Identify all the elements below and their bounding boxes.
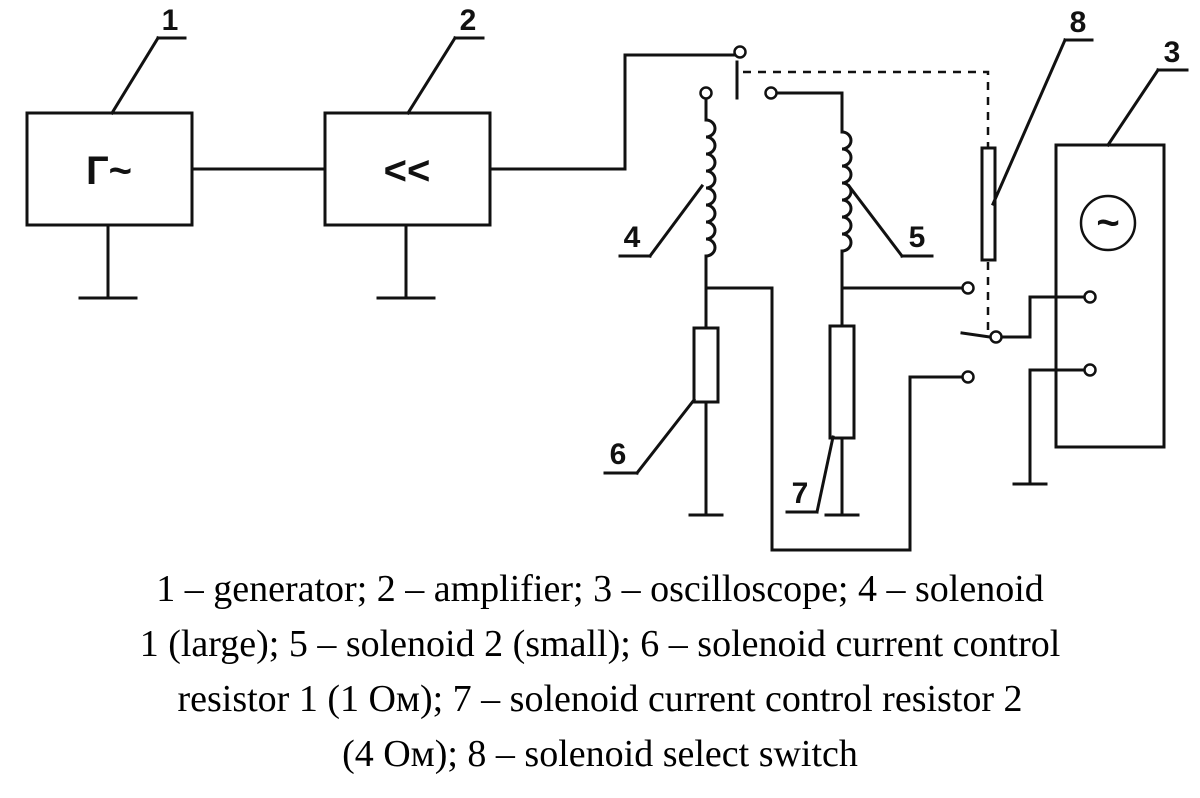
solenoid-2-coil: [840, 130, 853, 253]
solenoid-2-leader: 5: [846, 183, 934, 259]
resistor-2: [828, 324, 856, 440]
resistor-1-leader: 6: [603, 397, 697, 476]
caption-line: (4 Ом); 8 – solenoid select switch: [342, 733, 858, 775]
solenoid-1-leader: 4: [618, 183, 705, 259]
oscilloscope-ground-terminal: [1083, 363, 1097, 377]
figure-caption: 1 – generator; 2 – amplifier; 3 – oscill…: [0, 562, 1200, 782]
resistor-1: [692, 326, 720, 404]
solenoid-1-number-label: 4: [624, 221, 641, 254]
generator-leader: 1: [109, 4, 187, 116]
oscilloscope-ground-wire: [1028, 368, 1086, 486]
resistor-2-number-label: 7: [792, 477, 809, 510]
oscilloscope-screen: [1079, 194, 1137, 252]
generator-block: Г~: [25, 111, 194, 300]
oscilloscope-number-label: 3: [1164, 36, 1181, 69]
oscilloscope-input-wire: [1000, 295, 1086, 339]
measure-switch-blade: [960, 331, 992, 339]
solenoid-2-number-label: 5: [909, 221, 926, 254]
resistor-2-leader: 7: [785, 435, 835, 514]
caption-line: 1 (large); 5 – solenoid 2 (small); 6 – s…: [139, 623, 1061, 665]
switch-common-terminal: [733, 45, 747, 59]
resistor-1-number-label: 6: [610, 438, 627, 471]
caption-line: 1 – generator; 2 – amplifier; 3 – oscill…: [156, 568, 1044, 610]
resistor-1-measure-wire: [704, 286, 964, 552]
oscilloscope-leader: 3: [1105, 36, 1189, 148]
generator-symbol: Г~: [86, 149, 132, 193]
amplifier-block: <<: [323, 111, 492, 300]
measure-terminal-solenoid-1: [961, 370, 975, 384]
amplifier-number-label: 2: [460, 4, 477, 37]
caption-line: resistor 1 (1 Ом); 7 – solenoid current …: [177, 678, 1023, 720]
solenoid-1-terminal: [699, 86, 713, 100]
solenoid-1-coil: [704, 118, 717, 258]
circuit-diagram: Г~ 1 << 2: [25, 4, 1189, 552]
measure-terminal-solenoid-2: [961, 281, 975, 295]
select-switch-number-label: 8: [1070, 6, 1087, 39]
amplifier-leader: 2: [405, 4, 485, 116]
amplifier-symbol: <<: [384, 149, 431, 193]
oscilloscope-input-terminal: [1083, 290, 1097, 304]
generator-number-label: 1: [162, 4, 179, 37]
solenoid-2-terminal: [764, 86, 778, 100]
switch-linkage-top: [743, 70, 990, 148]
measure-switch-common: [989, 330, 1003, 344]
solenoid-2-lead-top: [775, 91, 844, 134]
select-switch-leader: 8: [991, 6, 1094, 206]
oscilloscope-symbol: ~: [1096, 201, 1119, 245]
select-switch: [980, 146, 997, 262]
amplifier-output-wire: [488, 53, 737, 171]
